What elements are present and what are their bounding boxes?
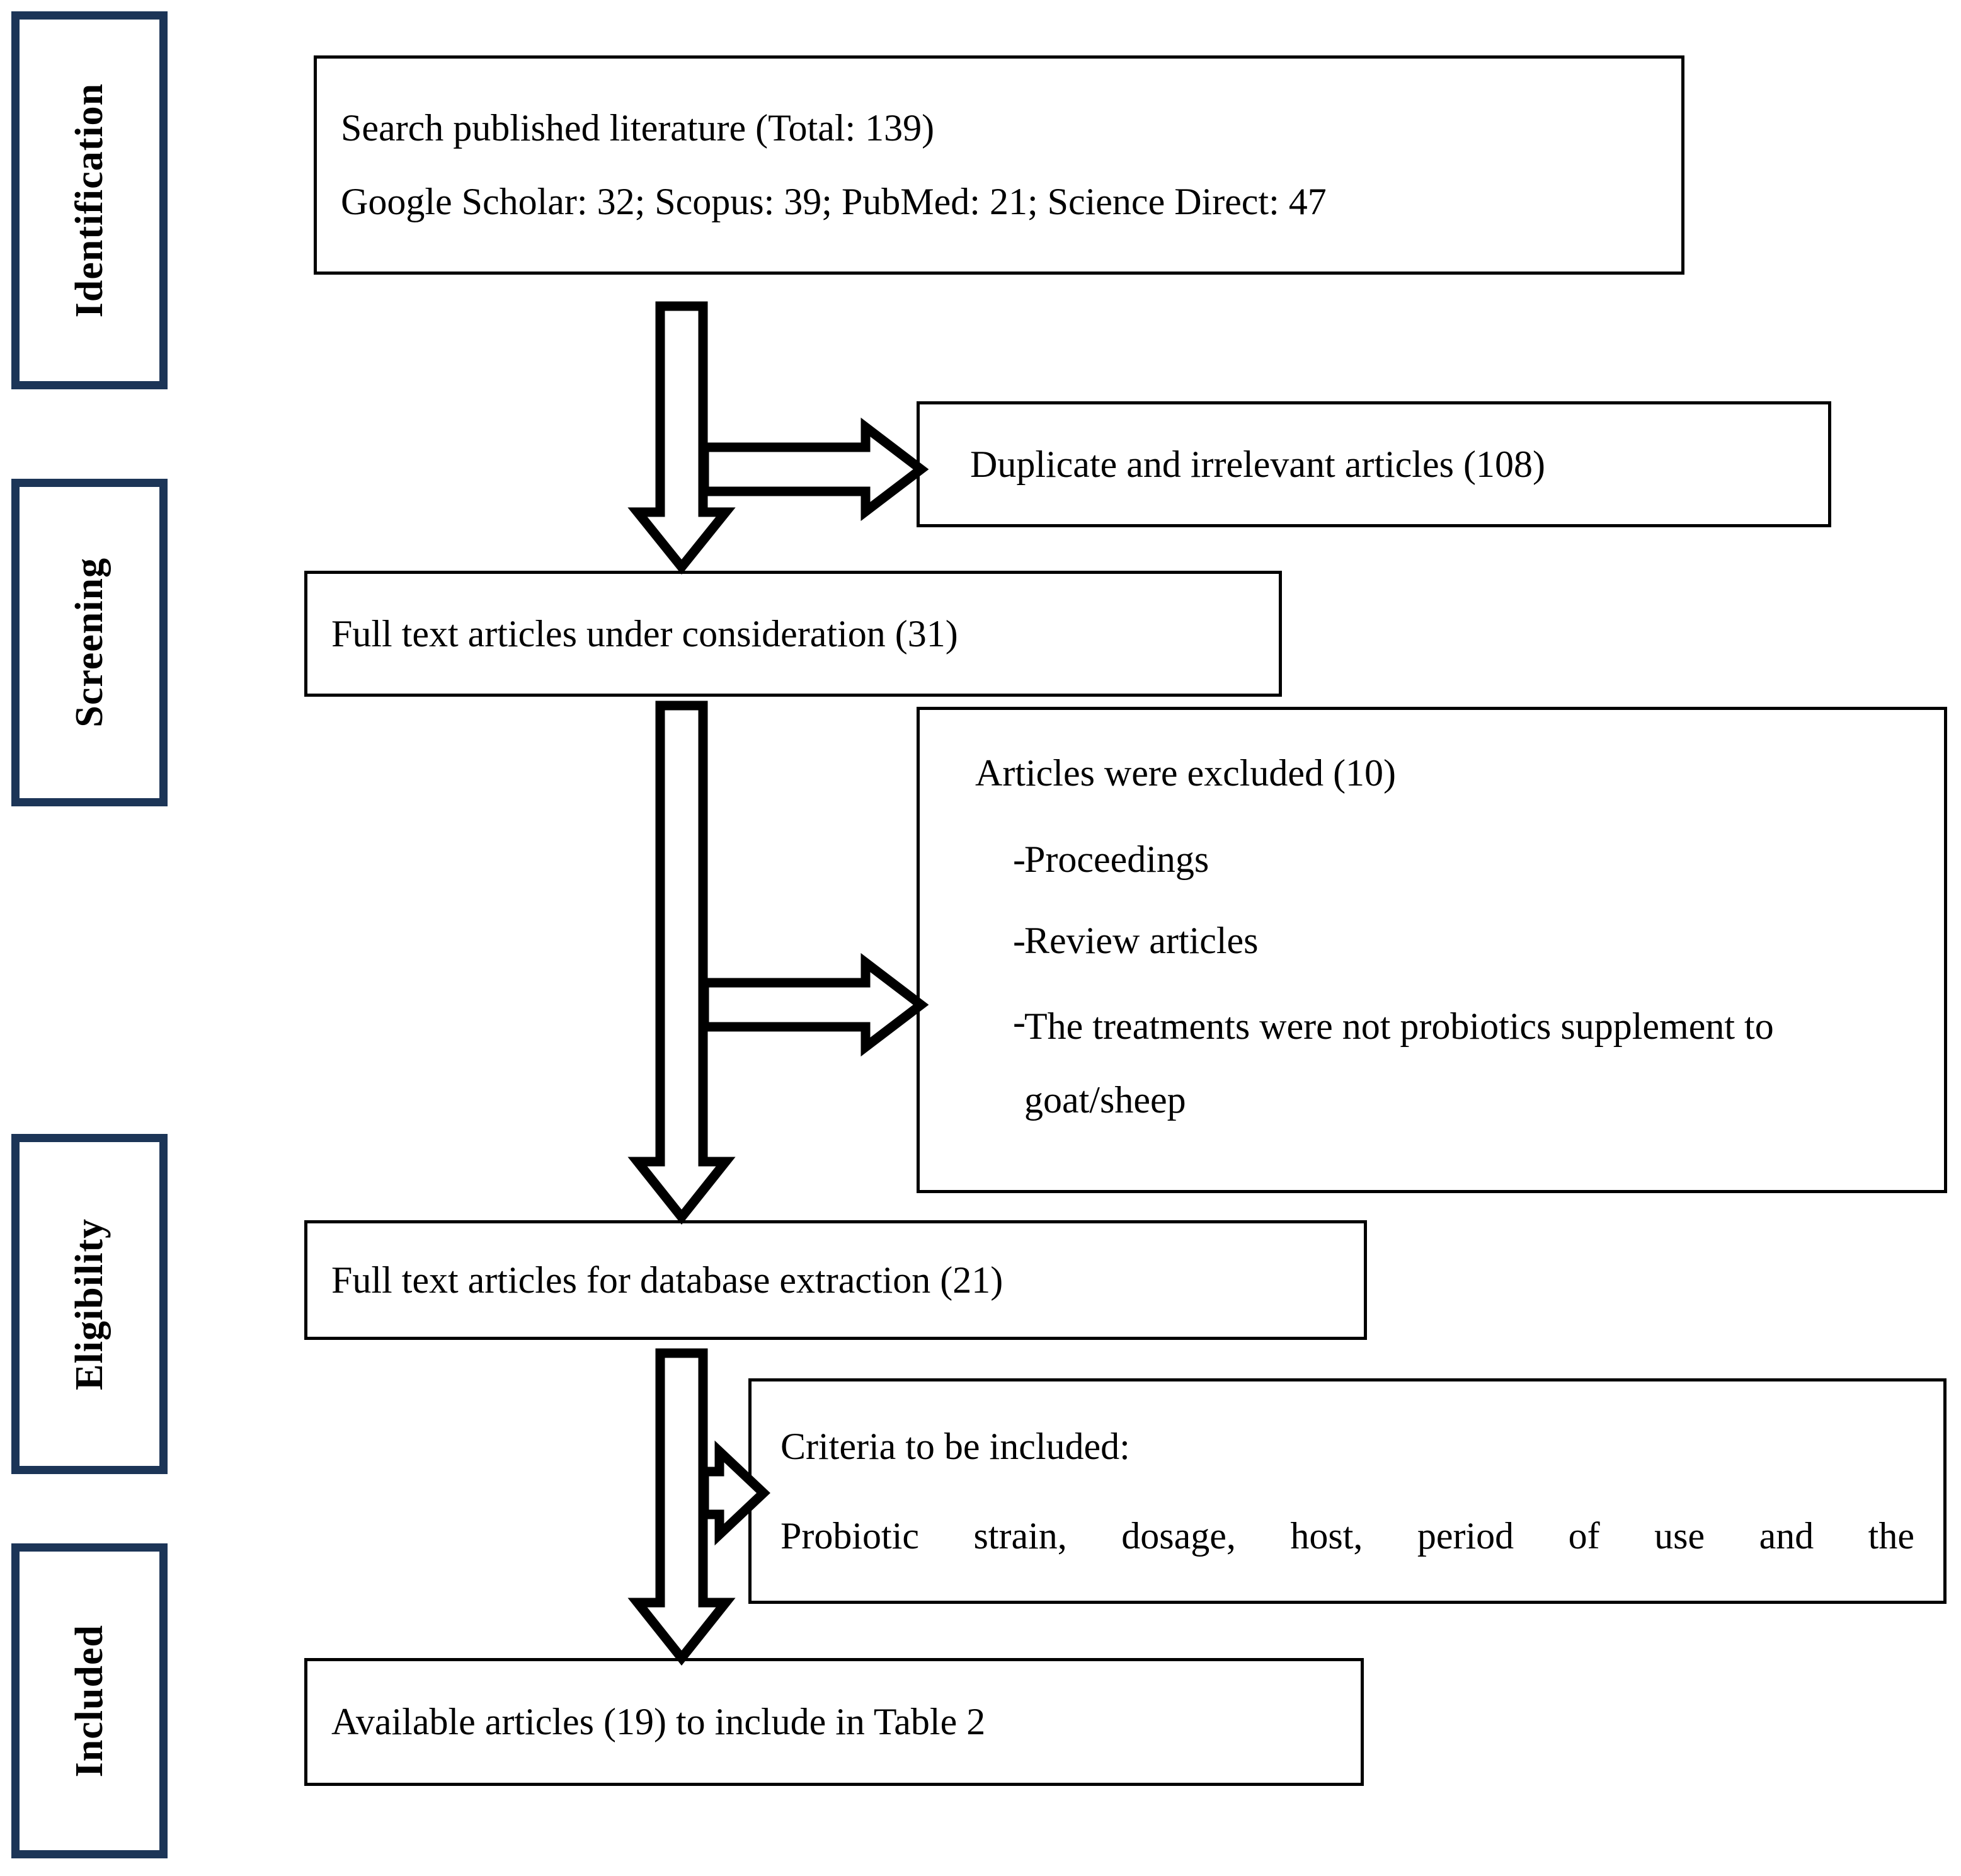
stage-box-eligibility: Eligibility <box>11 1134 168 1474</box>
criteria-detail: Probiotic strain, dosage, host, period o… <box>780 1515 1914 1557</box>
criteria-heading: Criteria to be included: <box>780 1426 1130 1467</box>
stage-label-included: Included <box>68 1624 111 1778</box>
excluded-item-text: Proceedings <box>1024 838 1209 880</box>
excluded-item-text: The treatments were not probiotics suppl… <box>1024 1005 1774 1121</box>
excluded-bullet-marker: - <box>1013 838 1026 880</box>
box-available-articles: Available articles (19) to include in Ta… <box>304 1658 1364 1786</box>
available-articles-text: Available articles (19) to include in Ta… <box>331 1701 986 1742</box>
stage-box-identification: Identification <box>11 11 168 389</box>
search-total-line: Search published literature (Total: 139) <box>341 107 935 149</box>
box-duplicate-irrelevant-articles: Duplicate and irrelevant articles (108) <box>917 401 1831 527</box>
arrow-consideration-to-extraction <box>627 701 751 1225</box>
under-consideration-text: Full text articles under consideration (… <box>331 612 958 655</box>
box-articles-excluded: Articles were excluded (10) - Proceeding… <box>917 707 1947 1193</box>
arrow-to-excluded <box>699 952 929 1057</box>
stage-label-eligibility: Eligibility <box>68 1218 111 1390</box>
arrow-search-to-consideration <box>627 301 751 575</box>
excluded-list-item: - Proceedings <box>944 827 1920 892</box>
excluded-bullet-marker: - <box>1013 920 1026 961</box>
stage-box-screening: Screening <box>11 479 168 806</box>
excluded-bullet-marker: - <box>1013 1001 1026 1043</box>
database-extraction-text: Full text articles for database extracti… <box>331 1259 1003 1301</box>
excluded-heading: Articles were excluded (10) <box>975 752 1397 794</box>
stage-label-identification: Identification <box>68 83 111 318</box>
arrow-to-duplicates <box>699 417 929 522</box>
box-search-published-literature: Search published literature (Total: 139)… <box>314 55 1684 275</box>
excluded-list-item: - Review articles <box>944 908 1920 973</box>
box-database-extraction: Full text articles for database extracti… <box>304 1220 1367 1340</box>
stage-box-included: Included <box>11 1543 168 1858</box>
excluded-item-text: Review articles <box>1024 920 1259 961</box>
box-criteria-to-be-included: Criteria to be included: Probiotic strai… <box>748 1378 1947 1604</box>
stage-label-screening: Screening <box>68 558 111 728</box>
excluded-list-item: - The treatments were not probiotics sup… <box>944 990 1920 1137</box>
arrow-extraction-to-available <box>627 1348 751 1666</box>
box-full-text-under-consideration: Full text articles under consideration (… <box>304 571 1282 697</box>
duplicates-text: Duplicate and irrelevant articles (108) <box>970 443 1545 485</box>
search-sources-line: Google Scholar: 32; Scopus: 39; PubMed: … <box>341 181 1327 222</box>
arrow-to-criteria <box>699 1440 770 1546</box>
